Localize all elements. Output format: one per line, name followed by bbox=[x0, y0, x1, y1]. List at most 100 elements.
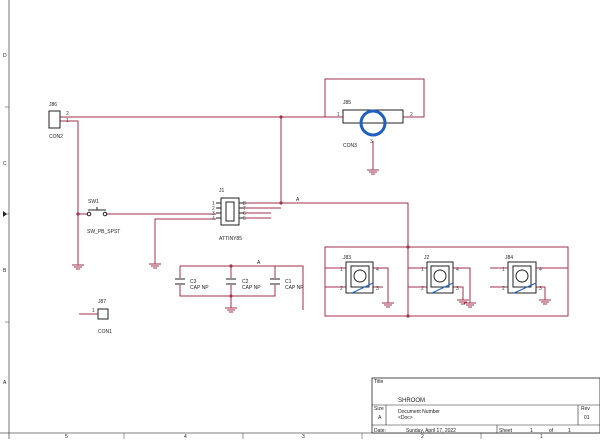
wire-j85-loop bbox=[324, 78, 425, 118]
wire-j1-pin4-gnd bbox=[154, 218, 216, 264]
j84-ref: J84 bbox=[505, 255, 513, 261]
row-label-a: A bbox=[3, 380, 7, 386]
net-label-a: A bbox=[296, 197, 300, 203]
jack-j83[interactable]: J83 1 2 3 4 bbox=[340, 255, 379, 294]
j1-pin-7: 7 bbox=[243, 206, 246, 212]
c2-value: CAP NP bbox=[242, 285, 261, 291]
j1-pin-2: 2 bbox=[212, 206, 215, 212]
wire-j2-pin3 bbox=[453, 286, 464, 300]
ground-icon bbox=[367, 169, 379, 175]
j87-body bbox=[97, 308, 109, 320]
j1-pin-4: 4 bbox=[212, 216, 215, 222]
j1-pin-3: 3 bbox=[212, 211, 215, 217]
j87-value: CON1 bbox=[98, 329, 112, 335]
j84-body bbox=[507, 261, 537, 294]
j84-jack-icon bbox=[515, 269, 529, 283]
ground-icon bbox=[382, 302, 394, 308]
col-label-1: 1 bbox=[540, 434, 543, 439]
j85-pin-3: 3 bbox=[370, 139, 373, 145]
junction-dot bbox=[279, 115, 283, 119]
junction-dot bbox=[406, 314, 410, 318]
j1-value: ATTINY85 bbox=[219, 236, 242, 242]
j85-pin-1: 1 bbox=[337, 112, 340, 118]
connector-j87[interactable]: J87 CON1 1 bbox=[92, 299, 112, 335]
j83-body bbox=[345, 261, 374, 294]
connector-j85[interactable]: J85 CON3 1 2 3 bbox=[337, 100, 413, 149]
junction-dot bbox=[76, 212, 80, 216]
col-label-3: 3 bbox=[302, 434, 305, 439]
j87-pin-1: 1 bbox=[92, 308, 95, 314]
ground-icon bbox=[149, 263, 161, 269]
j84-pin-4: 4 bbox=[539, 267, 542, 273]
junction-dot bbox=[229, 264, 233, 268]
j86-ref: J86 bbox=[49, 102, 57, 108]
capacitor-c3[interactable]: C3 CAP NP bbox=[175, 278, 209, 291]
junctions bbox=[76, 115, 410, 318]
j84-pin-3: 3 bbox=[539, 286, 542, 292]
j83-pin-4: 4 bbox=[376, 267, 379, 273]
rev-label: Rev bbox=[581, 406, 590, 412]
j83-pin-2: 2 bbox=[340, 286, 343, 292]
rev-value: 01 bbox=[584, 415, 590, 421]
c1-ref: C1 bbox=[285, 279, 292, 285]
wire-cap-bottom-net bbox=[179, 285, 276, 297]
j85-ref: J85 bbox=[343, 100, 351, 106]
capacitor-c1[interactable]: C1 CAP NP bbox=[270, 278, 304, 291]
col-label-4: 4 bbox=[184, 434, 187, 439]
wire-j86-pin1 bbox=[60, 120, 79, 265]
sheet-value: 1 bbox=[530, 428, 533, 434]
j2-jack-icon bbox=[433, 269, 447, 283]
j83-pin-1: 1 bbox=[340, 267, 343, 273]
j86-pin-2: 2 bbox=[66, 111, 69, 117]
j84-pin-2: 2 bbox=[502, 286, 505, 292]
size-value: A bbox=[378, 415, 382, 421]
ground-icon bbox=[225, 307, 237, 313]
ground-icon bbox=[464, 302, 476, 308]
j83-jack-icon bbox=[353, 269, 367, 283]
of-value: 1 bbox=[568, 428, 571, 434]
j1-ref: J1 bbox=[219, 188, 225, 194]
j87-ref: J87 bbox=[98, 299, 106, 305]
ground-icon bbox=[539, 299, 551, 305]
ground-icon bbox=[72, 264, 84, 270]
connector-j86[interactable]: J86 CON2 2 1 bbox=[48, 102, 69, 140]
switch-sw1[interactable]: SW1 SW_PB_SPST bbox=[86, 199, 120, 235]
date-label: Date: bbox=[374, 428, 386, 434]
of-label: of bbox=[549, 428, 554, 434]
row-label-c: C bbox=[3, 161, 7, 167]
col-label-2: 2 bbox=[421, 434, 424, 439]
j86-value: CON2 bbox=[49, 134, 63, 140]
size-label: Size bbox=[374, 406, 384, 412]
j2-pin-2: 2 bbox=[421, 286, 424, 292]
junction-dot bbox=[406, 245, 410, 249]
jack-j84[interactable]: J84 1 2 3 4 bbox=[502, 255, 542, 294]
j1-body bbox=[220, 197, 240, 226]
date-value: Sunday, April 17, 2022 bbox=[406, 428, 456, 434]
capacitor-c2[interactable]: C2 CAP NP bbox=[226, 278, 261, 291]
row-label-b: B bbox=[3, 268, 7, 274]
wire-j84-pin3 bbox=[536, 286, 546, 300]
j2-ref: J2 bbox=[424, 255, 430, 261]
ground-icon bbox=[457, 299, 469, 305]
j84-pin-1: 1 bbox=[502, 267, 505, 273]
sheet-marker-arrow bbox=[3, 211, 7, 217]
j2-pin-3: 3 bbox=[456, 286, 459, 292]
title-value: SHROOM bbox=[398, 398, 425, 404]
j1-pin-5: 5 bbox=[243, 216, 246, 222]
jack-j2[interactable]: J2 1 2 3 4 bbox=[421, 255, 459, 294]
wire-j2-pin4 bbox=[453, 267, 471, 303]
j86-body bbox=[48, 110, 61, 129]
c2-ref: C2 bbox=[242, 279, 249, 285]
sw1-ref: SW1 bbox=[88, 199, 99, 205]
j2-pin-1: 1 bbox=[421, 267, 424, 273]
title-label: Title bbox=[374, 379, 383, 385]
sw1-value: SW_PB_SPST bbox=[87, 229, 120, 235]
j1-package bbox=[225, 201, 235, 222]
junction-dot bbox=[229, 294, 233, 298]
ic-j1[interactable]: J1 ATTINY85 1 2 3 4 8 7 6 5 bbox=[212, 188, 246, 242]
c1-value: CAP NP bbox=[285, 285, 304, 291]
c3-ref: C3 bbox=[190, 279, 197, 285]
docnum-value: <Doc> bbox=[398, 415, 413, 421]
